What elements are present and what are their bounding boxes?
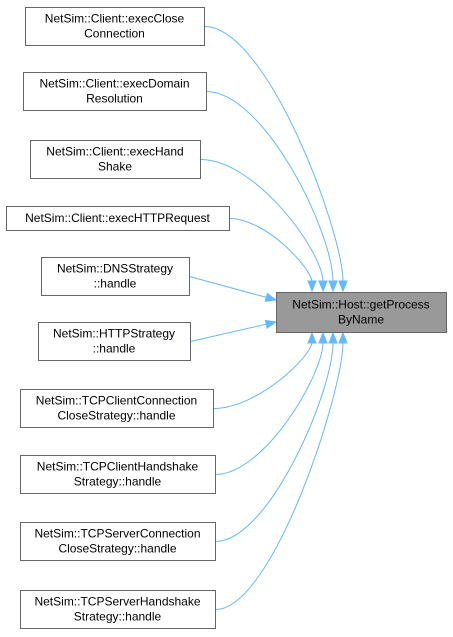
node-label-line: Strategy::handle	[74, 475, 162, 489]
node-label-line: NetSim::Client::execClose	[45, 12, 185, 26]
caller-node[interactable]: NetSim::TCPServerConnectionCloseStrategy…	[20, 522, 216, 561]
edge-arrowhead	[328, 331, 338, 344]
caller-node-box	[20, 522, 216, 561]
call-edge	[215, 341, 324, 475]
node-label-line: NetSim::HTTPStrategy	[53, 327, 175, 341]
caller-node[interactable]: NetSim::DNSStrategy::handle	[41, 257, 190, 296]
node-label-line: NetSim::Client::execHand	[46, 145, 183, 159]
caller-node-box	[25, 7, 205, 46]
caller-node[interactable]: NetSim::TCPClientHandshakeStrategy::hand…	[20, 455, 216, 494]
caller-node[interactable]: NetSim::TCPClientConnectionCloseStrategy…	[20, 389, 214, 428]
call-edge	[200, 159, 324, 283]
caller-node-box	[20, 389, 214, 428]
edge-arrowhead	[338, 331, 348, 344]
edge-arrowhead	[338, 280, 348, 293]
call-edge	[215, 341, 344, 610]
caller-node-box	[23, 72, 207, 111]
call-edge	[215, 341, 334, 542]
node-label-line: Resolution	[86, 92, 143, 106]
call-edge	[206, 91, 334, 283]
call-edge	[190, 323, 268, 342]
caller-node[interactable]: NetSim::TCPServerHandshakeStrategy::hand…	[20, 590, 216, 629]
caller-node-box	[6, 206, 230, 231]
edge-arrowhead	[328, 280, 338, 293]
edges-layer	[189, 26, 348, 610]
call-edge	[213, 341, 313, 409]
node-label-line: NetSim::TCPServerHandshake	[34, 595, 200, 609]
node-label-line: NetSim::Client::execDomain	[39, 77, 189, 91]
call-edge	[229, 218, 313, 283]
node-label-line: NetSim::TCPServerConnection	[34, 527, 200, 541]
call-edge	[204, 26, 344, 283]
edge-arrowhead	[307, 280, 317, 293]
node-label-line: NetSim::DNSStrategy	[57, 262, 173, 276]
nodes-layer: NetSim::Client::execCloseConnectionNetSi…	[6, 7, 447, 629]
node-label-line: Shake	[98, 160, 132, 174]
caller-node-box	[38, 322, 191, 361]
root-node-box	[276, 292, 447, 333]
node-label-line: NetSim::Host::getProcess	[292, 298, 429, 312]
node-label-line: Connection	[84, 27, 145, 41]
edge-arrowhead	[318, 280, 328, 293]
call-edge	[189, 276, 268, 299]
caller-node[interactable]: NetSim::Client::execHTTPRequest	[6, 206, 230, 231]
edge-arrowhead	[264, 319, 278, 329]
node-label-line: ::handle	[93, 342, 136, 356]
node-label-line: CloseStrategy::handle	[57, 409, 175, 423]
caller-node-box	[20, 455, 216, 494]
caller-node[interactable]: NetSim::HTTPStrategy::handle	[38, 322, 191, 361]
caller-node-box	[41, 257, 190, 296]
node-label-line: ::handle	[94, 277, 137, 291]
edge-arrowhead	[307, 331, 317, 344]
node-label-line: ByName	[338, 313, 384, 327]
node-label-line: NetSim::Client::execHTTPRequest	[25, 211, 210, 225]
node-label-line: CloseStrategy::handle	[58, 542, 176, 556]
edge-arrowhead	[264, 292, 278, 302]
node-label-line: NetSim::TCPClientConnection	[36, 394, 197, 408]
node-label-line: NetSim::TCPClientHandshake	[37, 460, 199, 474]
caller-node-box	[20, 590, 216, 629]
caller-node-box	[30, 140, 201, 179]
edge-arrowhead	[318, 331, 328, 344]
node-label-line: Strategy::handle	[74, 610, 162, 624]
